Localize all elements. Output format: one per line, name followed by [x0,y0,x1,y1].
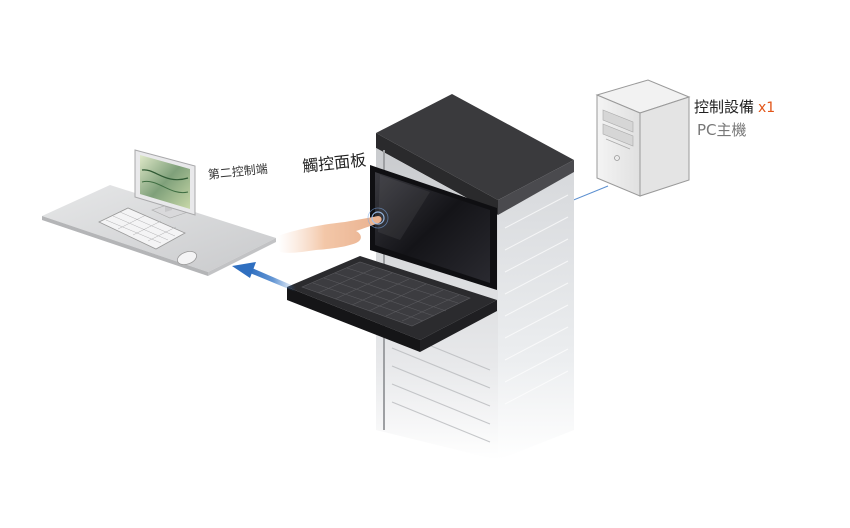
pc-host-label: PC主機 [697,121,747,139]
keyboard-keys [301,261,471,327]
lcd-console-drawer-icon [287,165,497,352]
pc-tower-icon [595,79,691,197]
touch-hand-icon [278,207,389,253]
direction-arrow-icon [232,262,296,292]
control-device-text: 控制設備 [694,98,755,116]
control-device-quantity: x1 [758,100,776,116]
workstation-icon [42,149,276,276]
